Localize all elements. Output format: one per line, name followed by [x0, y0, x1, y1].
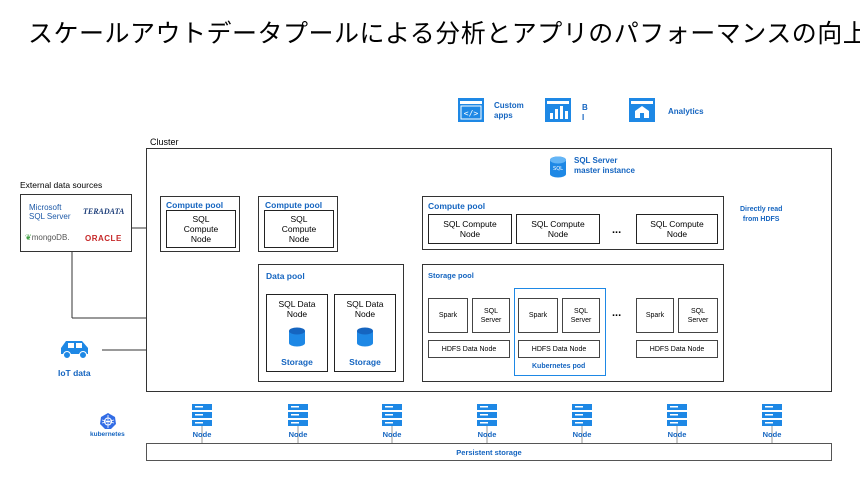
compute-pool-1-title: Compute pool	[166, 200, 224, 210]
storage-pool-title: Storage pool	[428, 271, 474, 280]
spark-node: Spark	[518, 298, 558, 333]
sql-data-node: SQL Data Node Storage	[334, 294, 396, 372]
database-icon: SQL	[549, 156, 567, 178]
ellipsis: ...	[612, 307, 622, 319]
server-icon	[192, 404, 212, 428]
storage-label: Storage	[281, 357, 313, 367]
sql-compute-node: SQL Compute Node	[516, 214, 600, 244]
spark-node: Spark	[428, 298, 468, 333]
home-chart-icon	[629, 98, 655, 122]
kubernetes-label: kubernetes	[90, 431, 125, 438]
bi-label: B I	[582, 103, 588, 122]
node-label: Node	[572, 430, 592, 439]
page-title: スケールアウトデータプールによる分析とアプリのパフォーマンスの向上	[28, 19, 860, 48]
node-label: Node	[667, 430, 687, 439]
server-icon	[288, 404, 308, 428]
code-icon: </>	[458, 98, 484, 122]
custom-apps-label: Custom apps	[494, 101, 524, 120]
sql-compute-node: SQL Compute Node	[264, 210, 334, 248]
kubernetes-pod-label: Kubernetes pod	[532, 363, 586, 370]
svg-text:</>: </>	[464, 109, 479, 118]
bar-chart-icon	[545, 98, 571, 122]
hdfs-data-node: HDFS Data Node	[518, 340, 600, 358]
sql-compute-node: SQL Compute Node	[166, 210, 236, 248]
analytics-label: Analytics	[668, 107, 704, 116]
server-icon	[762, 404, 782, 428]
oracle-logo: ORACLE	[85, 234, 122, 243]
car-icon	[58, 336, 92, 362]
hdfs-data-node: HDFS Data Node	[636, 340, 718, 358]
persistent-storage-bar: Persistent storage	[146, 443, 832, 461]
node-label: Node	[288, 430, 308, 439]
data-pool-title: Data pool	[266, 271, 305, 281]
persistent-storage-label: Persistent storage	[456, 447, 522, 457]
kubernetes-icon	[99, 412, 117, 430]
external-sources-box: Microsoft SQL Server TERADATA ❦mongoDB. …	[20, 194, 132, 252]
node-label: Node	[192, 430, 212, 439]
mongodb-logo: ❦mongoDB.	[25, 233, 70, 242]
external-sources-label: External data sources	[20, 180, 103, 190]
database-icon	[288, 327, 306, 351]
storage-label: Storage	[349, 357, 381, 367]
teradata-logo: TERADATA	[83, 207, 125, 216]
sql-server-node: SQL Server	[678, 298, 718, 333]
server-icon	[382, 404, 402, 428]
server-icon	[477, 404, 497, 428]
master-instance-label: SQL Server master instance	[574, 156, 635, 175]
sql-compute-node: SQL Compute Node	[428, 214, 512, 244]
sql-server-logo: Microsoft SQL Server	[29, 203, 71, 221]
svg-text:SQL: SQL	[553, 166, 563, 172]
sql-server-node: SQL Server	[472, 298, 510, 333]
leaf-icon: ❦	[25, 233, 32, 242]
node-label: Node	[762, 430, 782, 439]
node-label: Node	[382, 430, 402, 439]
iot-label: IoT data	[58, 368, 91, 378]
server-icon	[572, 404, 592, 428]
compute-pool-2-title: Compute pool	[265, 200, 323, 210]
hdfs-data-node: HDFS Data Node	[428, 340, 510, 358]
server-icon	[667, 404, 687, 428]
compute-pool-3-title: Compute pool	[428, 201, 486, 211]
spark-node: Spark	[636, 298, 674, 333]
sql-data-node: SQL Data Node Storage	[266, 294, 328, 372]
direct-hdfs-label: Directly read from HDFS	[740, 206, 783, 223]
cluster-label: Cluster	[150, 137, 179, 147]
ellipsis: ...	[612, 224, 622, 236]
database-icon	[356, 327, 374, 351]
node-label: Node	[477, 430, 497, 439]
sql-compute-node: SQL Compute Node	[636, 214, 718, 244]
sql-server-node: SQL Server	[562, 298, 600, 333]
